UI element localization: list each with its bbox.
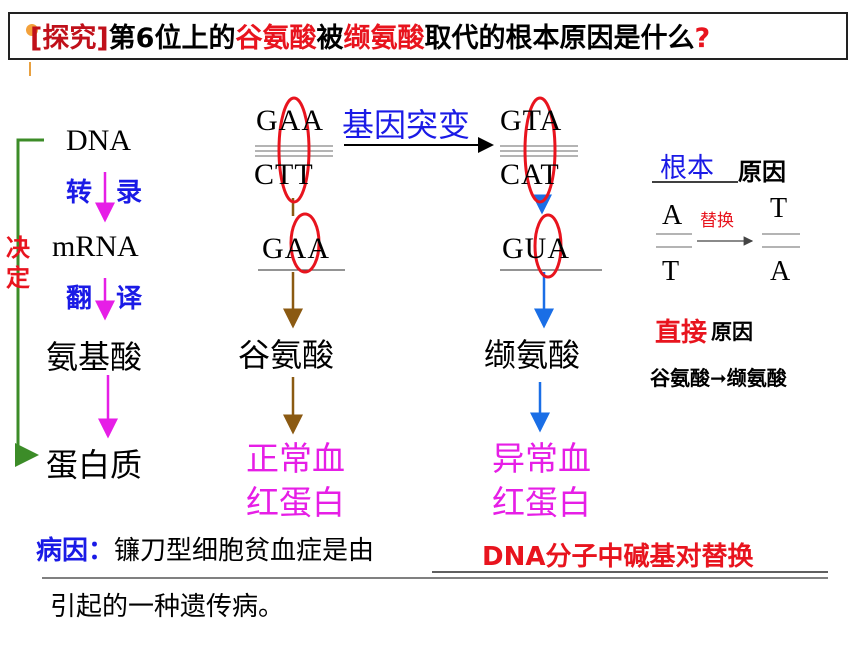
mutant-dna-highlight-circle	[523, 96, 557, 204]
aa-to: 缬氨酸	[726, 366, 787, 390]
title-part3: 取代的根本原因是什么	[424, 23, 695, 54]
label-decides-1: 决	[6, 234, 30, 262]
aa-change: 谷氨酸➞缬氨酸	[650, 362, 787, 391]
base-right-top: T	[770, 193, 788, 224]
etiology-line-2: 引起的一种遗传病。	[50, 592, 285, 622]
normal-protein-1: 正常血	[246, 439, 345, 478]
direct-cause-fill: 直接	[655, 318, 708, 348]
page-title: [探究]第6位上的谷氨酸被缬氨酸取代的根本原因是什么?	[30, 16, 710, 55]
etiology-line-1: 病因：镰刀型细胞贫血症是由	[36, 530, 374, 567]
label-gene-mutation: 基因突变	[342, 106, 471, 144]
mutant-amino-acid: 缬氨酸	[484, 336, 581, 374]
normal-dna-bottom: CTT	[254, 158, 314, 191]
normal-dna-top: GAA	[256, 104, 324, 137]
label-dna: DNA	[66, 124, 131, 157]
etiology-fill: DNA分子中碱基对替换	[482, 542, 754, 572]
base-left-top: A	[662, 200, 683, 231]
normal-dna-highlight-circle	[277, 96, 311, 204]
title-part2: 被	[316, 23, 344, 54]
normal-amino-acid: 谷氨酸	[238, 336, 335, 374]
title-part1: 第6位上的	[108, 23, 236, 54]
decides-bracket	[15, 138, 44, 467]
title-tick	[29, 62, 31, 76]
aa-change-arrow: ➞	[710, 366, 727, 390]
title-val: 缬氨酸	[343, 23, 425, 54]
etiology-label: 病因：	[36, 536, 115, 566]
label-replace: 替换	[700, 211, 734, 231]
label-protein: 蛋白质	[46, 446, 143, 484]
root-cause-fill: 根本	[660, 153, 714, 184]
title-bracket: [探究]	[30, 23, 109, 54]
mutant-mrna-highlight-circle	[533, 213, 563, 279]
base-right-bottom: A	[770, 256, 791, 287]
normal-mrna-highlight-circle	[289, 212, 321, 274]
normal-protein-2: 红蛋白	[246, 483, 345, 522]
mutant-protein-2: 红蛋白	[492, 483, 591, 522]
mutant-protein-1: 异常血	[492, 439, 591, 478]
lamp-icon	[26, 24, 38, 36]
mutant-dna-bottom: CAT	[500, 158, 560, 191]
base-left-bottom: T	[662, 256, 680, 287]
root-cause-suffix: 原因	[738, 158, 786, 186]
label-translation-right: 译	[116, 284, 143, 314]
mutant-dna-top: GTA	[500, 104, 563, 137]
etiology-text-1: 镰刀型细胞贫血症是由	[114, 536, 375, 566]
title-box	[8, 12, 848, 60]
label-amino-acid: 氨基酸	[46, 338, 143, 376]
mutant-mrna: GUA	[502, 232, 570, 265]
label-translation-left: 翻	[66, 284, 93, 314]
aa-from: 谷氨酸	[650, 366, 710, 390]
label-mrna: mRNA	[52, 230, 139, 263]
label-transcription-right: 录	[116, 178, 143, 208]
normal-mrna: GAA	[262, 232, 330, 265]
label-decides-2: 定	[6, 264, 30, 292]
title-glu: 谷氨酸	[235, 23, 317, 54]
direct-cause-suffix: 原因	[711, 320, 753, 344]
title-qmark: ?	[694, 23, 711, 54]
label-transcription-left: 转	[66, 178, 93, 208]
